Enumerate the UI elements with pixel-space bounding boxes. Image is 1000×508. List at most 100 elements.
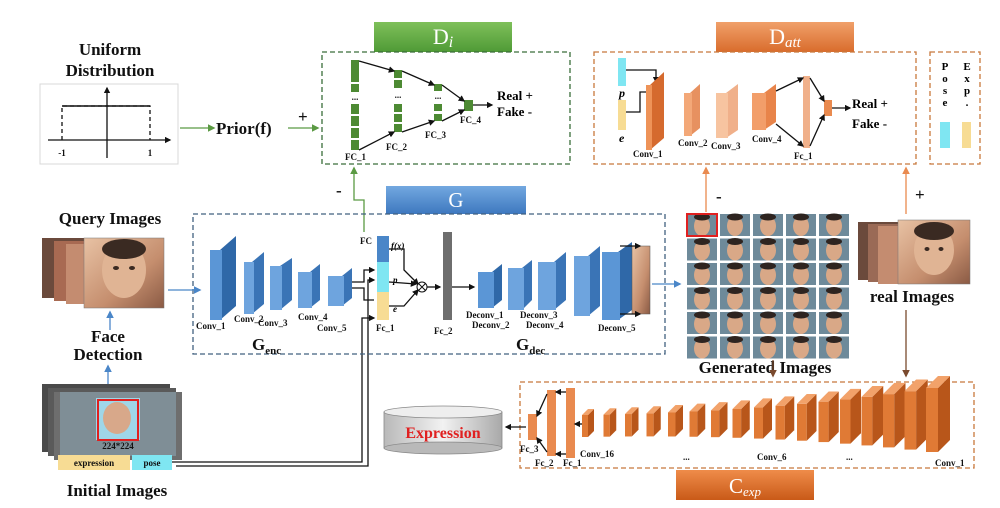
discriminator-att: Datt p e Conv_1 Conv_2 [593, 22, 917, 165]
expression-output-label: Expression [405, 425, 480, 442]
g-deconv1-label: Deconv_1 [466, 310, 504, 320]
datt-minus: - [716, 187, 722, 206]
di-fc2-label: FC_2 [386, 142, 407, 152]
legend-pose-3: e [943, 97, 948, 109]
cexp-fc2-layer [547, 390, 556, 456]
generated-face-thumb [786, 262, 816, 285]
face-detection-line1: Face [91, 327, 125, 346]
selected-face-highlight [686, 213, 718, 237]
di-fc3-column: ... [434, 84, 442, 121]
datt-conv2-label: Conv_2 [678, 138, 708, 148]
generated-face-thumb [819, 213, 849, 236]
g-p-label: p [392, 275, 398, 285]
cexp-conv-block [689, 403, 706, 437]
datt-real: Real + [852, 96, 888, 111]
datt-fake: Fake - [852, 116, 887, 131]
legend-exp-2: p [964, 85, 970, 97]
datt-plus: + [915, 185, 925, 204]
crop-size-label: 224*224 [102, 441, 134, 451]
generated-face-thumb [819, 238, 849, 261]
arrow-g-to-di [350, 166, 365, 232]
generator: G Conv_1 Conv_2 Conv_3 Conv_4 Conv_5 [168, 186, 666, 357]
pose-tag [132, 455, 172, 470]
cexp-title: Cexp [729, 474, 762, 499]
cexp-conv-block [625, 407, 639, 437]
generated-face-thumb [720, 262, 750, 285]
g-e-label: e [393, 304, 397, 314]
generated-face-thumb [786, 336, 816, 359]
legend-pose-2: s [943, 85, 948, 97]
cexp-conv-block [904, 379, 928, 450]
cexp-conv-block [797, 394, 817, 441]
datt-conv1-label: Conv_1 [633, 149, 663, 159]
svg-text:...: ... [395, 90, 402, 100]
g-enc-conv4 [298, 264, 320, 308]
generated-face-thumb [753, 336, 783, 359]
g-enc-conv5 [328, 268, 352, 306]
di-title: Di [433, 24, 453, 51]
cexp-conv16-label: Conv_16 [580, 449, 615, 459]
cexp-conv-block [818, 391, 839, 443]
legend-pose-1: o [942, 73, 948, 85]
wire-expression-to-p [176, 276, 376, 467]
tick-pos-one: 1 [148, 148, 153, 158]
face-detection-box [97, 399, 139, 441]
g-dec-deconv3 [538, 252, 566, 310]
wire-pose-to-e [172, 314, 376, 463]
generated-face-thumb [819, 311, 849, 334]
g-conv1-label: Conv_1 [196, 321, 226, 331]
cexp-conv-block [603, 408, 617, 437]
di-fc2-column: ... [394, 70, 402, 132]
generated-face-thumb [720, 336, 750, 359]
real-images-label: real Images [870, 287, 955, 306]
legend-frame [929, 51, 981, 165]
legend-exp-0: E [963, 61, 970, 73]
cexp-frame [519, 381, 975, 469]
datt-conv4 [752, 84, 776, 130]
tick-neg-one: -1 [58, 148, 66, 158]
di-real: Real + [497, 88, 533, 103]
cexp-fc3-label: Fc_3 [520, 444, 539, 454]
generated-images-label: Generated Images [699, 358, 832, 377]
cexp-conv-block [711, 402, 728, 438]
datt-conv3-label: Conv_3 [711, 141, 741, 151]
g-dec-deconv4 [574, 246, 600, 316]
generated-face-thumb [786, 287, 816, 310]
g-deconv4-label: Deconv_4 [526, 320, 564, 330]
di-fc4-label: FC_4 [460, 115, 481, 125]
datt-conv3 [716, 84, 738, 138]
legend-exp-1: x [964, 73, 970, 85]
g-output-face [631, 245, 651, 315]
face-detection-line2: Detection [74, 345, 143, 364]
query-images-label: Query Images [59, 209, 162, 228]
di-fc3-label: FC_3 [425, 130, 446, 140]
generated-images-grid [686, 213, 849, 359]
query-image-stack [42, 237, 165, 309]
generated-face-thumb [753, 311, 783, 334]
generated-face-thumb [687, 238, 717, 261]
prior-plus: + [298, 107, 308, 126]
generated-face-thumb [720, 238, 750, 261]
cexp-conv6-label: Conv_6 [757, 452, 787, 462]
g-conv2-label: Conv_2 [234, 314, 264, 324]
attribute-legend: P o s e E x p . [929, 51, 981, 165]
g-enc-conv3 [270, 258, 292, 310]
g-fx-label: f(x) [391, 241, 405, 251]
generated-face-thumb [687, 336, 717, 359]
cexp-fc2-label: Fc_2 [535, 458, 554, 468]
generated-face-thumb [819, 287, 849, 310]
g-fc2-label: Fc_2 [434, 326, 453, 336]
datt-pose-vector [618, 58, 626, 86]
g-fc-label: FC [360, 236, 372, 246]
cexp-conv-block [926, 376, 950, 452]
datt-frame [593, 51, 917, 165]
cexp-conv-block [732, 400, 750, 438]
g-enc-conv2 [244, 252, 264, 314]
generated-face-thumb [720, 287, 750, 310]
cexp-conv-stack [582, 376, 950, 452]
g-title: G [448, 188, 463, 212]
generated-face-thumb [687, 287, 717, 310]
initial-image-stack: 224*224 expression pose [42, 384, 182, 470]
datt-conv1 [646, 72, 664, 150]
